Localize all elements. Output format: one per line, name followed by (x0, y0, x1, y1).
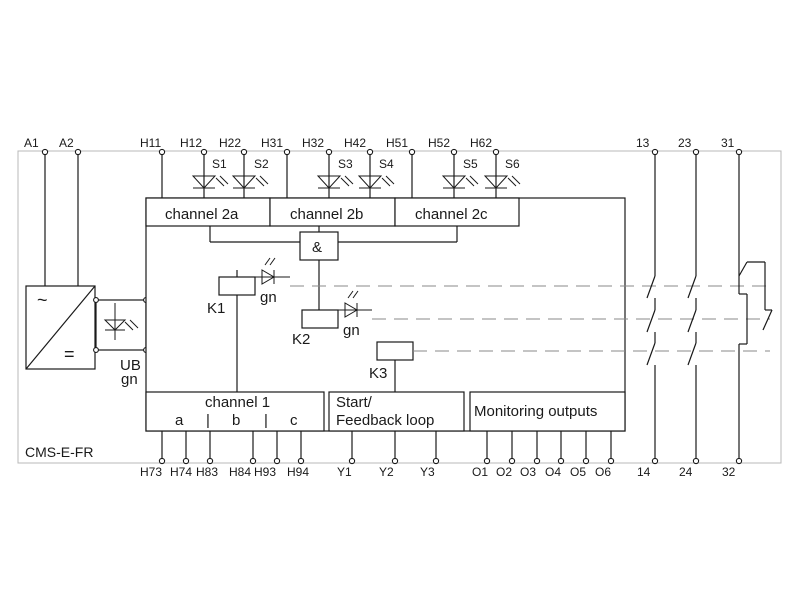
sensor-label-s3: S3 (338, 157, 353, 171)
relay-k3 (376, 341, 414, 361)
device-housing (17, 150, 782, 464)
bottom-terminals (158, 457, 743, 465)
terminal-label-32: 32 (722, 465, 736, 479)
sensor-label-s4: S4 (379, 157, 394, 171)
dc-symbol: = (64, 344, 75, 364)
monitoring-outputs-label: Monitoring outputs (474, 403, 597, 420)
terminal-label-a2: A2 (59, 136, 74, 150)
device-name: CMS-E-FR (25, 444, 93, 460)
feedback-line-2: Feedback loop (336, 412, 434, 429)
output-contact-13-14 (646, 155, 656, 458)
terminal-label-h22: H22 (219, 136, 241, 150)
k2-led-color: gn (343, 322, 360, 339)
k1-led-icon (255, 257, 290, 285)
channel-1-sub-sep1: | (206, 412, 210, 429)
ub-led-box (95, 299, 147, 351)
terminal-label-13: 13 (636, 136, 650, 150)
relay-k1 (218, 276, 256, 296)
relay-k2-label: K2 (292, 331, 310, 348)
terminal-label-o2: O2 (496, 465, 512, 479)
ac-symbol: ~ (37, 290, 48, 310)
terminal-label-h31: H31 (261, 136, 283, 150)
sensor-label-s2: S2 (254, 157, 269, 171)
ub-label: UB (120, 357, 141, 374)
channel-1-sub-a: a (175, 412, 184, 429)
bottom-terminal-wires (161, 431, 612, 460)
sensor-label-s1: S1 (212, 157, 227, 171)
channel-1-box (145, 391, 325, 432)
channel-2a-label: channel 2a (165, 206, 239, 223)
terminal-label-31: 31 (721, 136, 735, 150)
channel-2b-box (269, 197, 396, 227)
terminal-label-h52: H52 (428, 136, 450, 150)
channel-1-sub-sep2: | (264, 412, 268, 429)
terminal-label-o1: O1 (472, 465, 488, 479)
and-gate-label: & (312, 239, 322, 256)
terminal-label-h83: H83 (196, 465, 218, 479)
output-contact-23-24 (687, 155, 697, 458)
terminal-label-h62: H62 (470, 136, 492, 150)
terminal-label-o3: O3 (520, 465, 536, 479)
terminal-label-h12: H12 (180, 136, 202, 150)
k1-led-color: gn (260, 289, 277, 306)
ub-color-label: gn (121, 371, 138, 388)
terminal-label-14: 14 (637, 465, 651, 479)
channel-1-sub-b: b (232, 412, 240, 429)
terminal-label-h73: H73 (140, 465, 162, 479)
channel-2b-label: channel 2b (290, 206, 363, 223)
relay-k1-label: K1 (207, 300, 225, 317)
sensor-label-s6: S6 (505, 157, 520, 171)
terminal-label-h51: H51 (386, 136, 408, 150)
terminal-label-y3: Y3 (420, 465, 435, 479)
terminal-label-o4: O4 (545, 465, 561, 479)
channel-2c-label: channel 2c (415, 206, 488, 223)
terminal-label-h93: H93 (254, 465, 276, 479)
channel-1-sub-c: c (290, 412, 298, 429)
terminal-label-h74: H74 (170, 465, 192, 479)
terminal-label-h32: H32 (302, 136, 324, 150)
and-gate (299, 231, 339, 261)
terminal-label-h84: H84 (229, 465, 251, 479)
terminal-label-24: 24 (679, 465, 693, 479)
channel-1-label: channel 1 (205, 394, 270, 411)
relay-k2 (301, 309, 339, 329)
channel-2c-box (394, 197, 520, 227)
sensor-label-s5: S5 (463, 157, 478, 171)
terminal-label-o5: O5 (570, 465, 586, 479)
terminal-label-h94: H94 (287, 465, 309, 479)
terminal-label-y2: Y2 (379, 465, 394, 479)
k2-led-icon (338, 290, 372, 318)
terminal-label-a1: A1 (24, 136, 39, 150)
terminal-label-o6: O6 (595, 465, 611, 479)
terminal-label-h11: H11 (140, 136, 161, 150)
channel-2a-box (145, 197, 271, 227)
output-contact-31-32 (738, 155, 773, 458)
monitoring-outputs-box (469, 391, 626, 432)
sensor-leds (191, 155, 521, 198)
terminal-label-h42: H42 (344, 136, 366, 150)
terminal-label-y1: Y1 (337, 465, 352, 479)
top-terminals (41, 148, 743, 156)
feedback-line-1: Start/ (336, 394, 373, 411)
feedback-loop-box (328, 391, 465, 432)
ub-led-icon (103, 303, 139, 340)
relay-k3-label: K3 (369, 365, 387, 382)
terminal-label-23: 23 (678, 136, 692, 150)
